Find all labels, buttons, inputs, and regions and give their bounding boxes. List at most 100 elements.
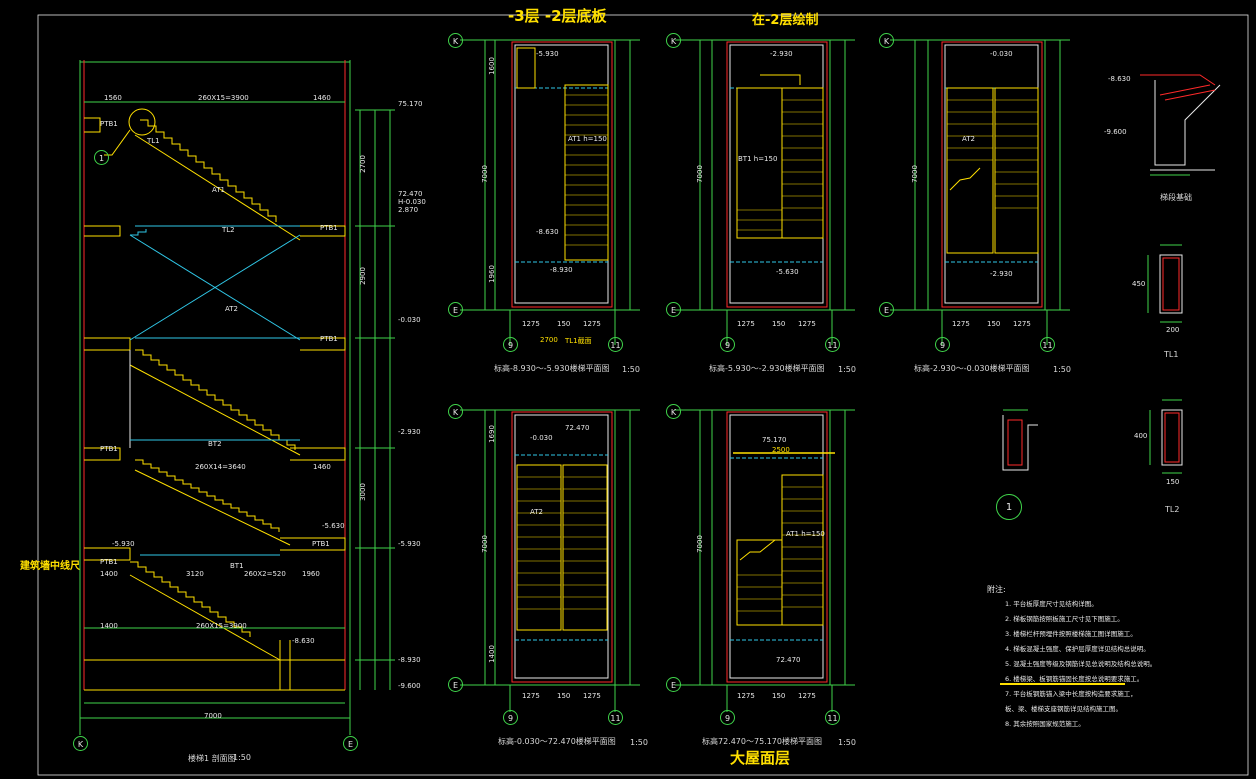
section-overall-dim: 7000 bbox=[204, 712, 222, 720]
plan-2-caption: 标高-5.930～-2.930楼梯平面图 bbox=[709, 364, 825, 373]
plan-3-caption: 标高-2.930～-0.030楼梯平面图 bbox=[914, 364, 1030, 373]
side-note: 建筑墙中线尺 bbox=[20, 561, 80, 572]
plan-dim: 1275 bbox=[522, 692, 540, 700]
plan-note: TL1截面 bbox=[565, 337, 592, 345]
plan-axis-k: K bbox=[879, 33, 894, 48]
plan-axis-9: 9 bbox=[720, 710, 735, 725]
plan-axis-9: 9 bbox=[503, 710, 518, 725]
plan-dim: 1275 bbox=[952, 320, 970, 328]
plan-dim: 1400 bbox=[487, 645, 496, 663]
section-elev: -5.930 bbox=[398, 540, 421, 548]
foundation-detail bbox=[1140, 74, 1221, 176]
section-elev: -9.600 bbox=[398, 682, 421, 690]
section-elev: -8.930 bbox=[398, 656, 421, 664]
plan-dim: 1960 bbox=[487, 265, 496, 283]
notes-highlight bbox=[1000, 683, 1125, 685]
tl2-dim: 400 bbox=[1134, 432, 1148, 440]
notes-item: 7. 平台板钢筋锚入梁中长度按构造要求施工， bbox=[1005, 690, 1137, 698]
title-top-mid: 在-2层绘制 bbox=[752, 13, 819, 28]
plan-dim: 1600 bbox=[487, 57, 496, 75]
section-caption: 楼梯1 剖面图 bbox=[188, 754, 236, 763]
section-dim: 1400 bbox=[100, 570, 118, 578]
section-elev: 72.470 bbox=[398, 190, 423, 198]
plan-1-geometry bbox=[460, 39, 640, 345]
notes-item: 1. 平台板厚度尺寸见结构详图。 bbox=[1005, 600, 1098, 608]
notes-item: 6. 楼梯梁、板钢筋锚固长度按总说明要求施工。 bbox=[1005, 675, 1144, 683]
plan-dim: 150 bbox=[772, 320, 786, 328]
plan-axis-9: 9 bbox=[720, 337, 735, 352]
section-elev: -0.030 bbox=[398, 316, 421, 324]
section-dim: 3120 bbox=[186, 570, 204, 578]
title-top-left: -3层 -2层底板 bbox=[508, 7, 607, 25]
section-label: PTB1 bbox=[320, 224, 338, 232]
sheet-border bbox=[37, 14, 1249, 776]
plan-axis-e: E bbox=[448, 677, 463, 692]
section-dim: 1960 bbox=[302, 570, 320, 578]
plan-dim: 1275 bbox=[798, 692, 816, 700]
section-label: PTB1 bbox=[100, 120, 118, 128]
plan-1-caption: 标高-8.930～-5.930楼梯平面图 bbox=[494, 364, 610, 373]
plan-axis-11: 11 bbox=[825, 710, 840, 725]
plan-dim: 1275 bbox=[737, 692, 755, 700]
plan-axis-9: 9 bbox=[503, 337, 518, 352]
plan-dim: 1275 bbox=[737, 320, 755, 328]
plan-dim: 1690 bbox=[487, 425, 496, 443]
plan-elev: 75.170 bbox=[762, 436, 787, 444]
plan-elev: -8.630 bbox=[536, 228, 559, 236]
plan-axis-k: K bbox=[666, 33, 681, 48]
section-dim: 1460 bbox=[313, 94, 331, 102]
tl2-caption: TL2 bbox=[1165, 505, 1180, 514]
section-dim: 3000 bbox=[358, 483, 367, 501]
section-elev: -5.930 bbox=[112, 540, 135, 548]
notes-item: 4. 梯板混凝土强度、保护层厚度详见结构总说明。 bbox=[1005, 645, 1150, 653]
notes-item: 2. 梯板钢筋按照板施工尺寸见下图施工。 bbox=[1005, 615, 1124, 623]
notes-item: 板、梁、楼梯支座钢筋详见结构施工图。 bbox=[1005, 705, 1122, 713]
plan-5-caption: 标高72.470～75.170楼梯平面图 bbox=[702, 737, 822, 746]
tl1-caption: TL1 bbox=[1164, 350, 1179, 359]
plan-axis-11: 11 bbox=[608, 710, 623, 725]
section-dim: 260X2=520 bbox=[244, 570, 286, 578]
plan-4-caption: 标高-0.030～72.470楼梯平面图 bbox=[498, 737, 616, 746]
plan-4-scale: 1:50 bbox=[630, 738, 648, 747]
plan-2-geometry bbox=[675, 39, 855, 345]
plan-dim: 1275 bbox=[583, 692, 601, 700]
section-label: BT1 bbox=[230, 562, 244, 570]
plan-axis-e: E bbox=[879, 302, 894, 317]
plan-axis-e: E bbox=[666, 302, 681, 317]
plan-dim: 7000 bbox=[695, 165, 704, 183]
plan-label: AT1 h=150 bbox=[786, 530, 825, 538]
plan-axis-11: 11 bbox=[825, 337, 840, 352]
tl1-dim: 200 bbox=[1166, 326, 1180, 334]
notes-item: 3. 楼梯栏杆预埋件按照楼梯施工图详图施工。 bbox=[1005, 630, 1137, 638]
plan-dim: 1275 bbox=[1013, 320, 1031, 328]
section-label: AT1 bbox=[212, 186, 225, 194]
plan-axis-e: E bbox=[448, 302, 463, 317]
section-elev: -8.630 bbox=[292, 637, 315, 645]
section-elev: -5.630 bbox=[322, 522, 345, 530]
section-label: PTB1 bbox=[320, 335, 338, 343]
plan-label: AT2 bbox=[962, 135, 975, 143]
section-elev: -2.930 bbox=[398, 428, 421, 436]
plan-5-geometry bbox=[675, 409, 855, 712]
notes-heading: 附注: bbox=[987, 585, 1006, 594]
plan-3-scale: 1:50 bbox=[1053, 365, 1071, 374]
section-detail-ref: 1 bbox=[94, 150, 109, 165]
section-label: TL1 bbox=[147, 137, 160, 145]
section-dim: 2900 bbox=[358, 267, 367, 285]
section-dim: 1400 bbox=[100, 622, 118, 630]
plan-elev: -5.630 bbox=[776, 268, 799, 276]
plan-dim: 7000 bbox=[695, 535, 704, 553]
plan-4-geometry bbox=[460, 409, 640, 712]
plan-elev: -2.930 bbox=[770, 50, 793, 58]
section-label: BT2 bbox=[208, 440, 222, 448]
node-elev: -8.630 bbox=[1108, 75, 1131, 83]
section-dim: 260X15=3900 bbox=[198, 94, 249, 102]
section-scale: 1:50 bbox=[233, 753, 251, 762]
section-dim: 1460 bbox=[313, 463, 331, 471]
section-elev: H-0.030 bbox=[398, 198, 426, 206]
plan-elev: 72.470 bbox=[565, 424, 590, 432]
stair-section bbox=[79, 60, 395, 735]
section-label: TL2 bbox=[222, 226, 235, 234]
section-axis-k: K bbox=[73, 736, 88, 751]
